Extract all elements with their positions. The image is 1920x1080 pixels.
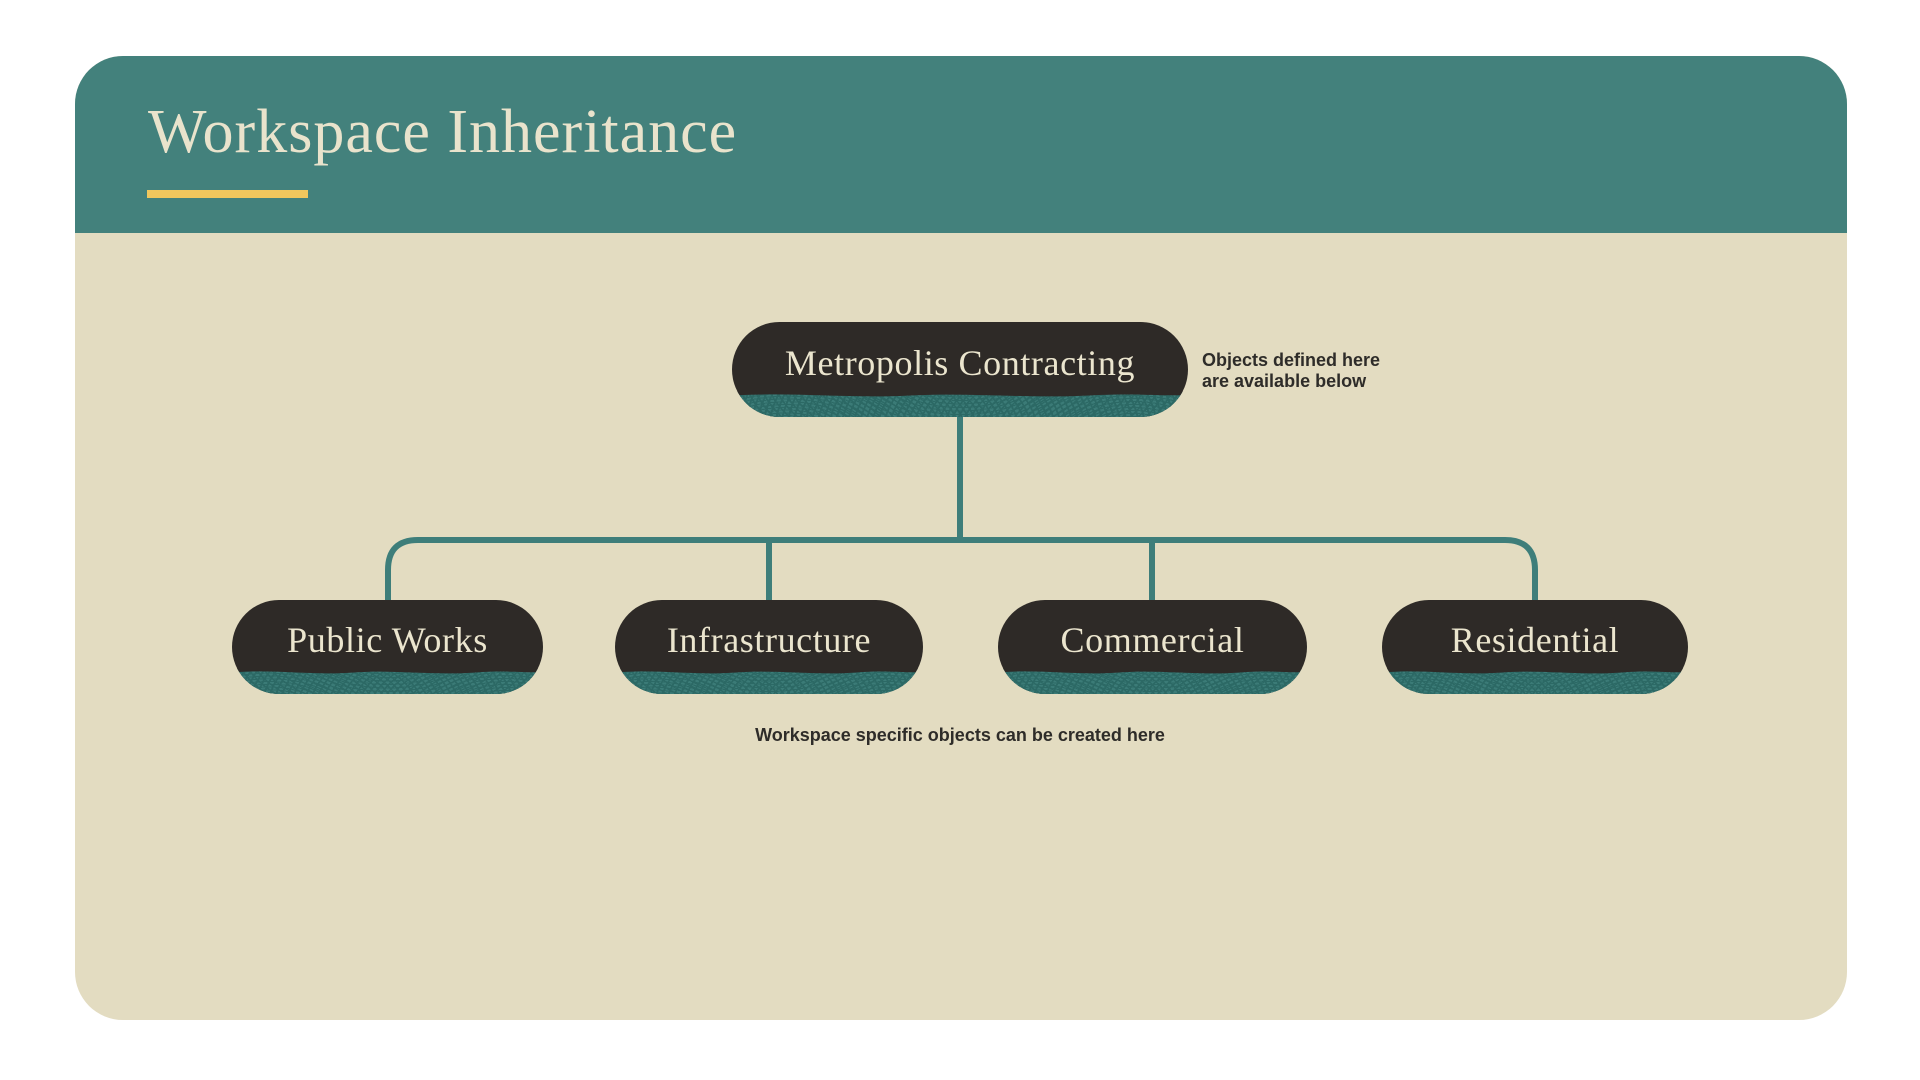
grain-wave-edge [1382,668,1688,674]
wood-grain-texture [232,668,543,694]
node-label: Commercial [1060,620,1245,660]
node-label: Public Works [287,620,488,660]
wood-grain-texture [1382,668,1688,694]
header-band: Workspace Inheritance [75,56,1847,233]
title-accent-bar [147,190,308,198]
node-infrastructure: Infrastructure [615,600,923,694]
slide-card: Workspace Inheritance [75,56,1847,1020]
grain-wave-edge [232,668,543,674]
grain-wave-edge [615,668,923,674]
node-label: Metropolis Contracting [784,342,1136,383]
children-annotation: Workspace specific objects can be create… [755,725,1165,745]
wood-grain-texture [732,391,1188,417]
root-annotation: Objects defined here are available below [1202,350,1381,391]
node-label: Infrastructure [666,620,872,660]
wood-grain-texture [998,668,1307,694]
page-title: Workspace Inheritance [148,98,738,166]
node-commercial: Commercial [998,600,1307,694]
grain-wave-edge [998,668,1307,674]
wood-grain-texture [615,668,923,694]
node-label: Residential [1450,620,1620,660]
node-residential: Residential [1382,600,1688,694]
node-public-works: Public Works [232,600,543,694]
grain-wave-edge [732,391,1188,397]
node-metropolis-contracting: Metropolis Contracting [732,322,1188,417]
